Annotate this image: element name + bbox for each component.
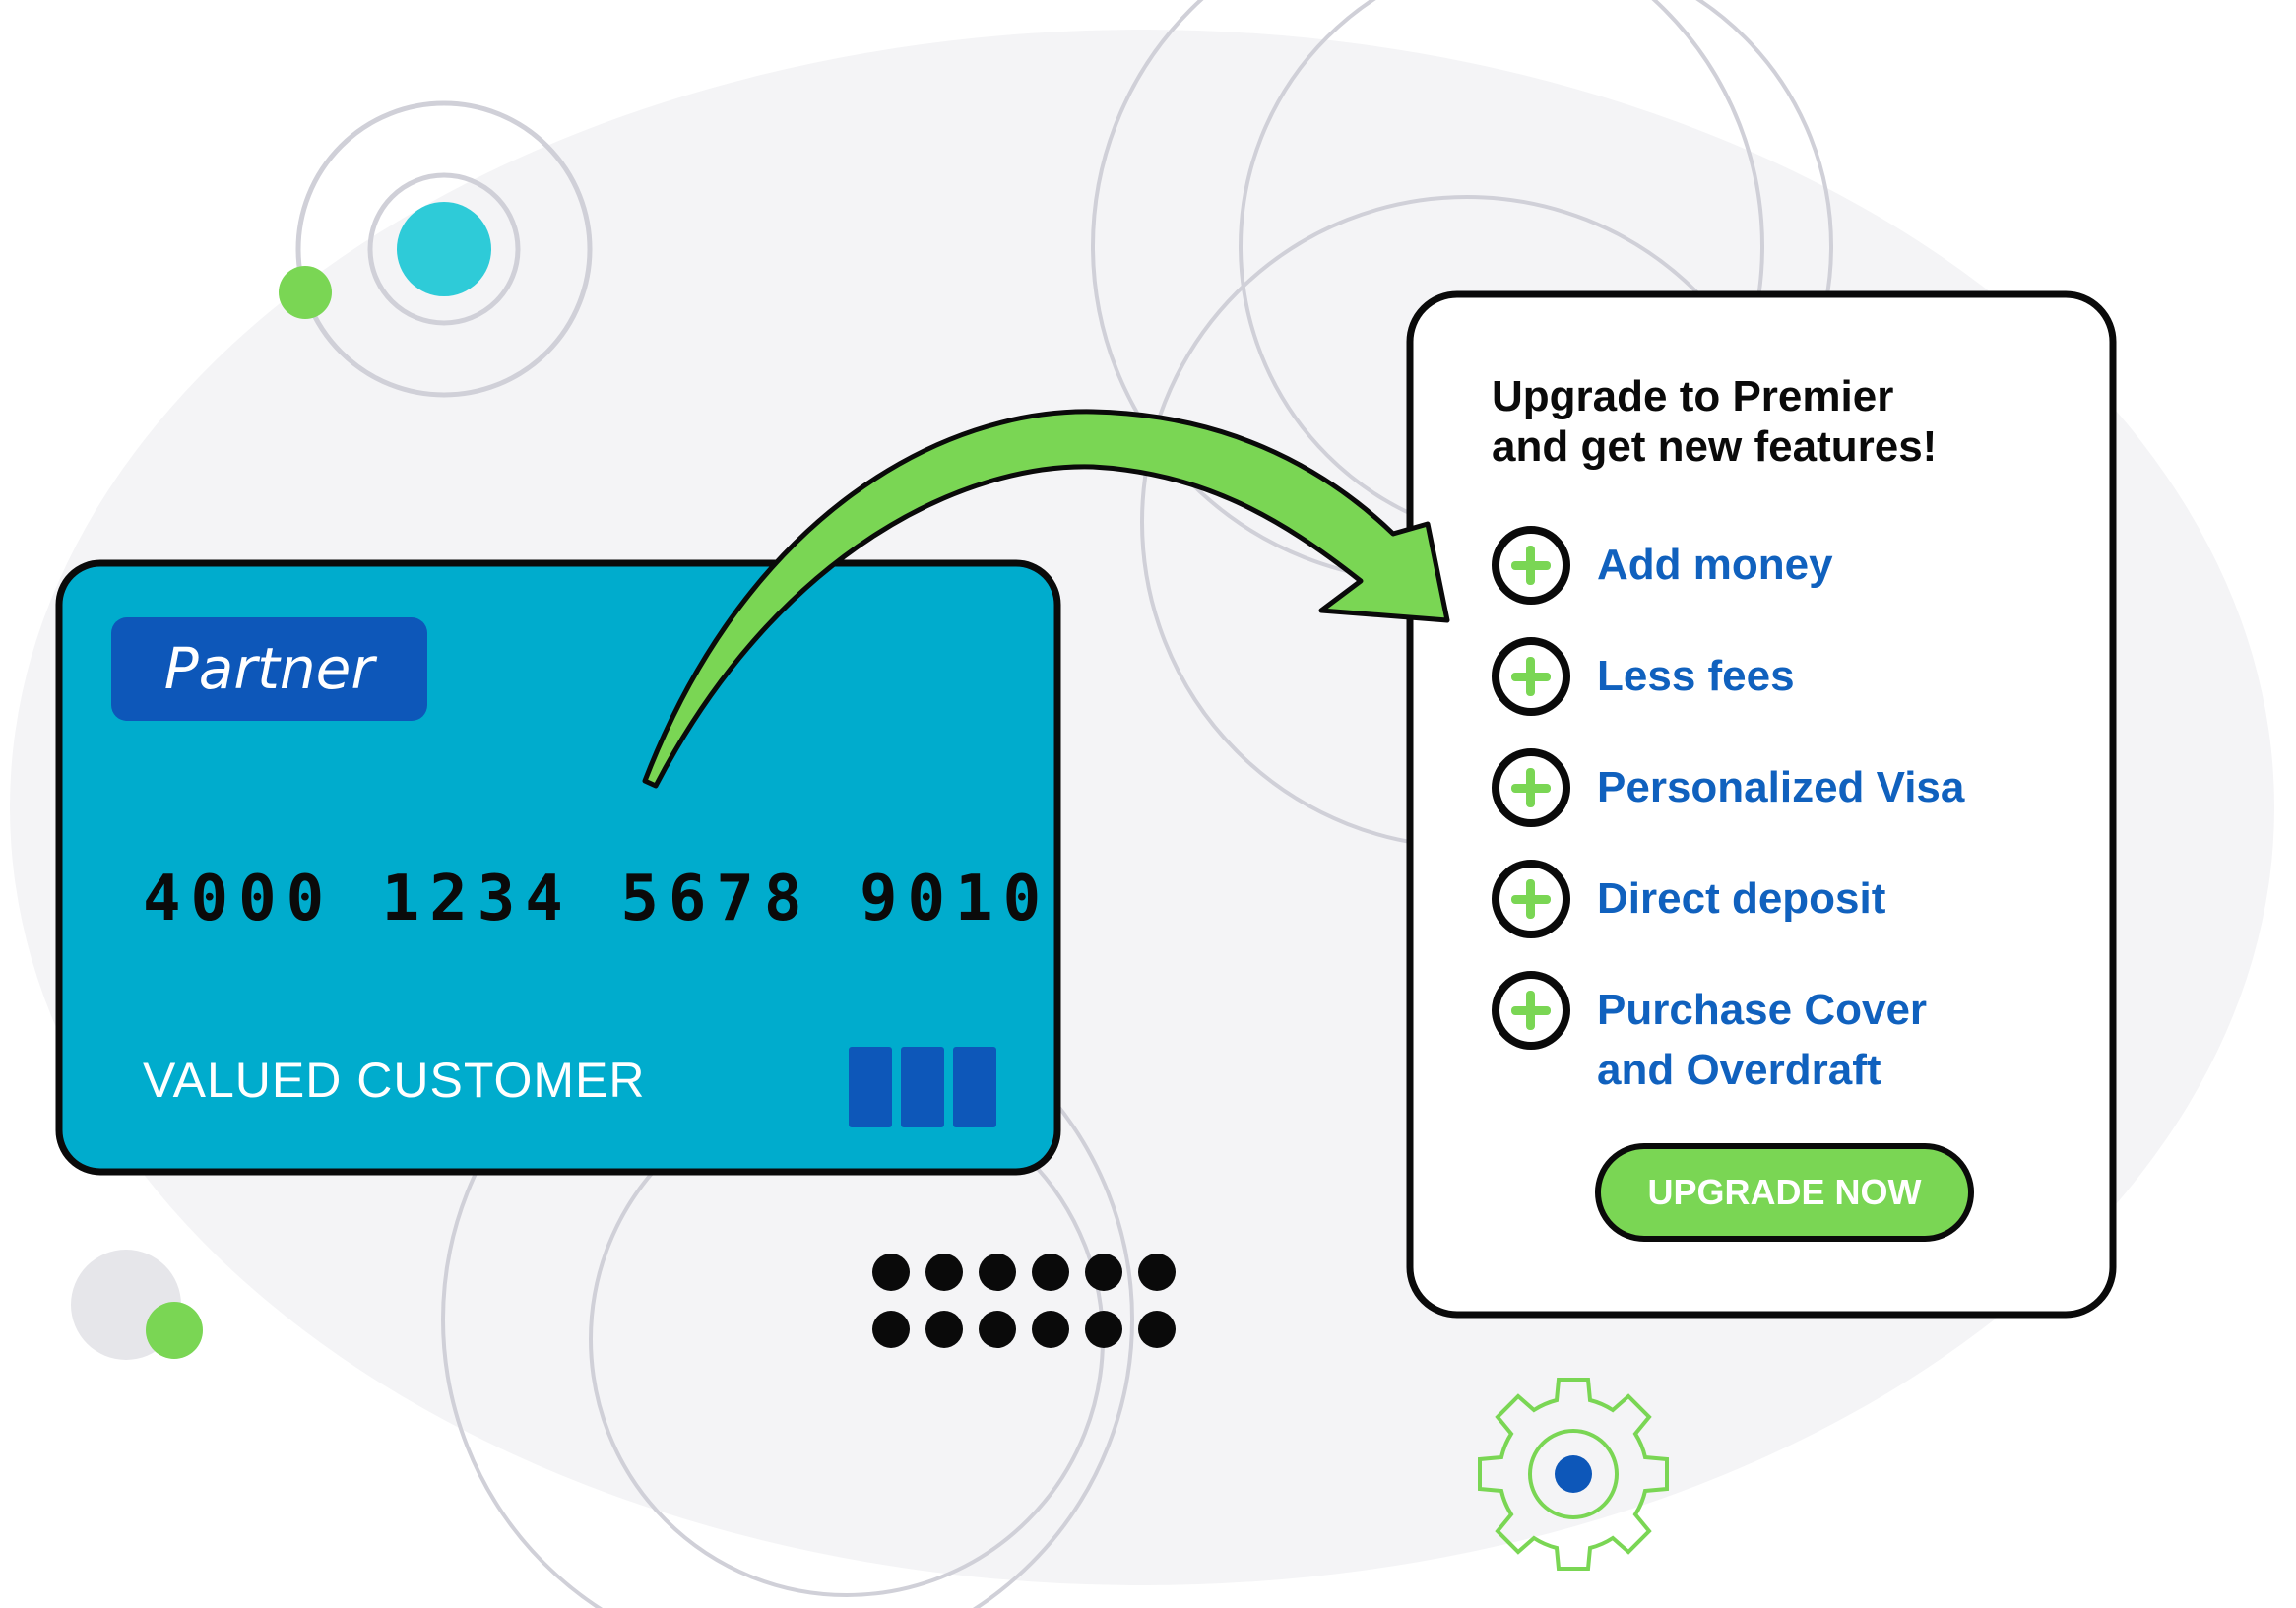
panel-title: Upgrade to Premier and get new features! xyxy=(1492,371,2043,472)
green-dot-small xyxy=(146,1302,203,1359)
arrow-icon xyxy=(642,409,1450,789)
plus-circle-icon xyxy=(1492,637,1570,716)
upgrade-panel xyxy=(1406,290,2117,1319)
plus-circle-icon xyxy=(1492,748,1570,827)
feature-purchase-cover: Purchase Cover xyxy=(1597,986,1928,1034)
feature-add-money: Add money xyxy=(1597,541,1833,589)
card-holder-name: VALUED CUSTOMER xyxy=(143,1053,646,1108)
plus-circle-icon xyxy=(1492,971,1570,1050)
panel-title-line-2: and get new features! xyxy=(1492,422,1938,471)
upgrade-now-button[interactable]: UPGRADE NOW xyxy=(1595,1143,1974,1242)
feature-overdraft: and Overdraft xyxy=(1597,1046,1881,1094)
dot-grid xyxy=(872,1254,1176,1348)
plus-circle-icon xyxy=(1492,526,1570,605)
feature-personalized-visa: Personalized Visa xyxy=(1597,763,1965,811)
card-number: 4000 1234 5678 9010 xyxy=(143,863,1052,935)
green-dot xyxy=(279,266,332,319)
target-rings xyxy=(279,100,593,398)
gear-icon xyxy=(1478,1378,1669,1571)
panel-title-line-1: Upgrade to Premier xyxy=(1492,372,1894,420)
plus-circle-icon xyxy=(1492,860,1570,938)
chip-icon xyxy=(849,1047,996,1127)
feature-less-fees: Less fees xyxy=(1597,652,1795,700)
feature-direct-deposit: Direct deposit xyxy=(1597,874,1886,923)
card-brand-badge: Partner xyxy=(111,617,427,721)
teal-dot xyxy=(397,202,491,296)
